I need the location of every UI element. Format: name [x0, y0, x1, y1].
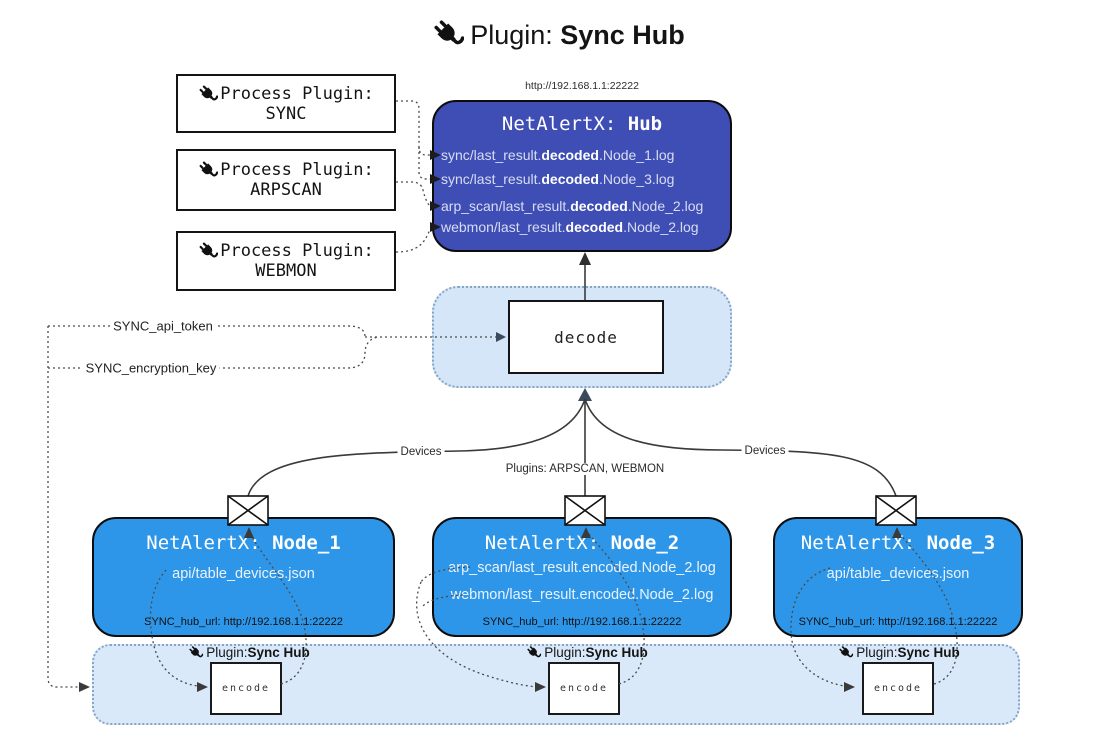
process-plugin-name: SYNC	[265, 103, 307, 124]
devices-right-label: Devices	[741, 445, 789, 457]
process-plugin-webmon: Process Plugin: WEBMON	[176, 231, 396, 291]
hub-title-prefix: NetAlertX:	[501, 113, 628, 135]
node-content: webmon/last_result.encoded.Node_2.log	[450, 587, 714, 603]
plug-icon	[526, 645, 541, 660]
band-plugin-label: Plugin: Sync Hub	[188, 645, 310, 660]
plug-icon	[198, 241, 218, 261]
title-prefix: Plugin:	[470, 20, 561, 50]
node-hub-url: SYNC_hub_url: http://192.168.1.1:22222	[144, 616, 343, 628]
process-plugin-name: ARPSCAN	[250, 180, 322, 200]
plug-icon	[188, 645, 203, 660]
hub-title-bold: Hub	[627, 113, 663, 135]
hub-log-line: webmon/last_result.decoded.Node_2.log	[441, 219, 699, 235]
plug-icon	[838, 645, 853, 660]
hub-url-label: http://192.168.1.1:22222	[525, 80, 639, 92]
page-title: Plugin: Sync Hub	[0, 18, 1117, 51]
arpscan-connector	[396, 181, 431, 207]
settings-to-band-arrowhead	[79, 682, 90, 692]
process-plugin-label: Process Plugin:	[220, 160, 374, 180]
settings-to-band-line	[47, 326, 79, 688]
node-content: api/table_devices.json	[172, 566, 315, 582]
encode-box: encode	[548, 662, 620, 715]
hub-log-line: sync/last_result.decoded.Node_1.log	[441, 147, 675, 163]
plug-icon	[198, 160, 218, 180]
sync-connector-branch	[418, 147, 430, 180]
node-hub-url: SYNC_hub_url: http://192.168.1.1:22222	[482, 616, 682, 628]
node-content: api/table_devices.json	[826, 566, 970, 582]
node-title: NetAlertX: Node_2	[484, 532, 680, 554]
process-plugin-arpscan: Process Plugin: ARPSCAN	[176, 149, 396, 211]
node-hub-url: SYNC_hub_url: http://192.168.1.1:22222	[798, 616, 998, 628]
process-plugin-label: Process Plugin:	[220, 241, 374, 261]
node-3-box: NetAlertX: Node_3 api/table_devices.json…	[773, 517, 1023, 637]
decode-to-hub-arrowhead	[579, 252, 591, 265]
hub-box: NetAlertX: Hub sync/last_result.decoded.…	[432, 100, 732, 252]
process-plugin-label: Process Plugin:	[220, 83, 374, 104]
decode-box: decode	[508, 300, 664, 374]
hub-log-line: arp_scan/last_result.decoded.Node_2.log	[441, 198, 704, 214]
node-title: NetAlertX: Node_1	[146, 532, 341, 554]
plug-icon	[432, 18, 464, 50]
sync-encryption-key-label: SYNC_encryption_key	[82, 360, 220, 376]
node-content: arp_scan/last_result.encoded.Node_2.log	[448, 560, 716, 576]
encode-box: encode	[862, 662, 934, 715]
band-plugin-label: Plugin: Sync Hub	[838, 645, 960, 660]
node-1-box: NetAlertX: Node_1 api/table_devices.json…	[92, 517, 395, 637]
devices-left-label: Devices	[397, 446, 445, 458]
process-plugin-sync: Process Plugin: SYNC	[176, 74, 396, 133]
webmon-connector	[395, 228, 431, 253]
title-bold: Sync Hub	[560, 20, 685, 50]
hub-title: NetAlertX: Hub	[434, 113, 730, 135]
sync-api-token-label: SYNC_api_token	[110, 318, 216, 334]
node-2-box: NetAlertX: Node_2 arp_scan/last_result.e…	[432, 517, 732, 637]
sync-connector	[396, 100, 430, 156]
nodes-to-decode-arrowhead	[578, 388, 592, 401]
plug-icon	[198, 84, 218, 104]
hub-log-line: sync/last_result.decoded.Node_3.log	[441, 171, 675, 187]
node-title: NetAlertX: Node_3	[800, 532, 996, 554]
encode-box: encode	[210, 662, 282, 715]
plugins-center-label: Plugins: ARPSCAN, WEBMON	[502, 463, 668, 475]
process-plugin-name: WEBMON	[255, 261, 317, 281]
node3-edge	[584, 398, 897, 497]
band-plugin-label: Plugin: Sync Hub	[526, 645, 648, 660]
